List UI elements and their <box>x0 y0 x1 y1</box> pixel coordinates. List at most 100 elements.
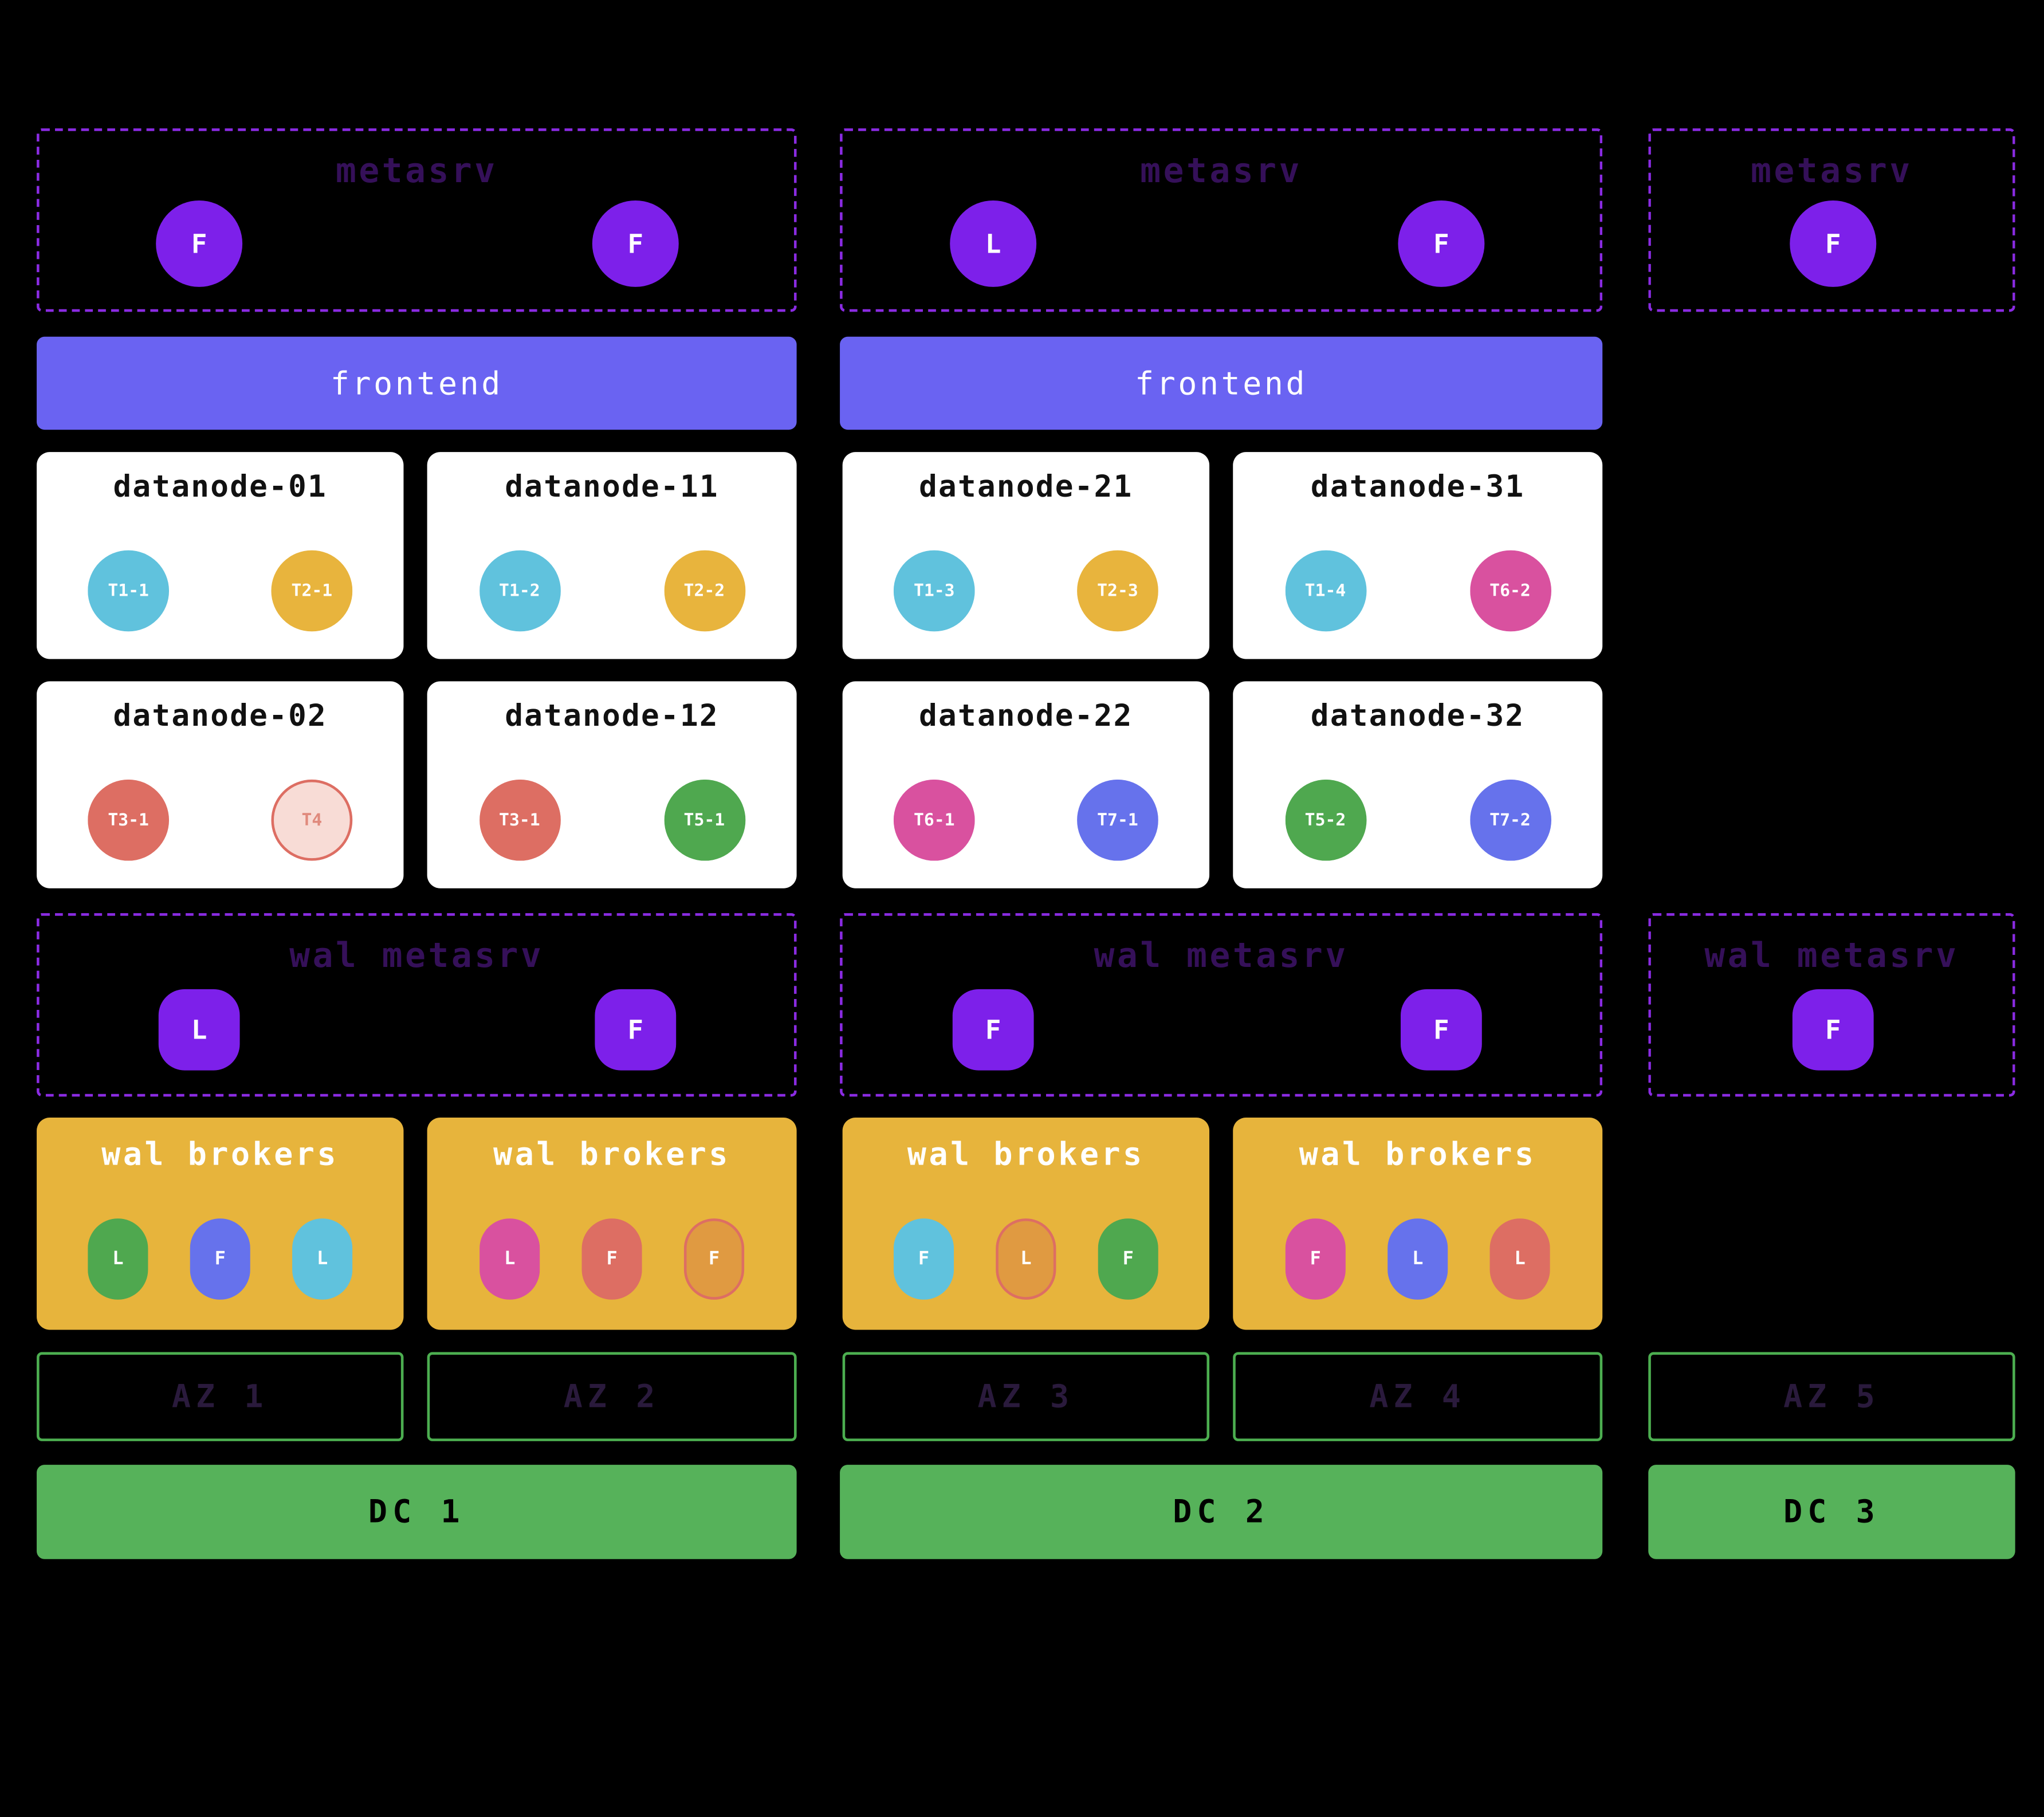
wal-brokers-box-az1: wal brokers L F L <box>37 1117 404 1330</box>
table-region-node: T2-1 <box>271 550 353 632</box>
az-label: AZ 1 <box>171 1378 269 1415</box>
region-row: T3-1 T4 <box>37 779 403 861</box>
az-box-2: AZ 2 <box>427 1352 797 1441</box>
wal-brokers-label: wal brokers <box>493 1135 731 1173</box>
broker-node: L <box>479 1218 540 1300</box>
table-region-node: T6-1 <box>893 779 975 861</box>
wal-metasrv-follower-node: F <box>1792 989 1874 1071</box>
table-region-node: T7-1 <box>1077 779 1158 861</box>
broker-node: F <box>190 1218 250 1300</box>
wal-brokers-box-az3: wal brokers F L F <box>842 1117 1210 1330</box>
az-box-1: AZ 1 <box>37 1352 404 1441</box>
datanode-box-01: datanode-01 T1-1 T2-1 <box>37 452 404 659</box>
wal-brokers-box-az2: wal brokers L F F <box>427 1117 797 1330</box>
broker-node: F <box>1285 1218 1346 1300</box>
dc-bar-1: DC 1 <box>37 1465 797 1559</box>
broker-node: L <box>292 1218 353 1300</box>
table-region-node: T4 <box>271 779 353 861</box>
broker-node: L <box>88 1218 148 1300</box>
table-region-node: T3-1 <box>88 779 170 861</box>
datanode-box-21: datanode-21 T1-3 T2-3 <box>842 452 1210 659</box>
region-row: T1-4 T6-2 <box>1233 550 1602 632</box>
dc-bar-2: DC 2 <box>840 1465 1603 1559</box>
az-label: AZ 5 <box>1783 1378 1880 1415</box>
az-label: AZ 4 <box>1369 1378 1467 1415</box>
table-region-node: T2-3 <box>1077 550 1158 632</box>
region-row: T1-3 T2-3 <box>843 550 1209 632</box>
broker-node: L <box>996 1218 1056 1300</box>
datanode-title: datanode-02 <box>113 699 328 734</box>
frontend-bar-dc2: frontend <box>840 336 1603 430</box>
wal-metasrv-group-dc2: wal metasrv F F <box>840 913 1603 1097</box>
broker-node: F <box>1098 1218 1158 1300</box>
datanode-title: datanode-01 <box>113 470 328 505</box>
datanode-box-31: datanode-31 T1-4 T6-2 <box>1233 452 1603 659</box>
region-row: T5-2 T7-2 <box>1233 779 1602 861</box>
region-row: T6-1 T7-1 <box>843 779 1209 861</box>
wal-brokers-label: wal brokers <box>907 1135 1145 1173</box>
wal-metasrv-label: wal metasrv <box>1094 937 1349 976</box>
table-region-node: T2-2 <box>663 550 745 632</box>
wal-metasrv-label: wal metasrv <box>289 937 544 976</box>
region-row: T1-2 T2-2 <box>427 550 797 632</box>
datanode-box-12: datanode-12 T3-1 T5-1 <box>427 681 797 888</box>
metasrv-follower-node: F <box>592 200 679 287</box>
table-region-node: T1-3 <box>893 550 975 632</box>
broker-node-row: L F L <box>37 1218 403 1300</box>
datanode-title: datanode-11 <box>505 470 719 505</box>
broker-node-row: F L F <box>843 1218 1209 1300</box>
frontend-bar-dc1: frontend <box>37 336 797 430</box>
broker-node: L <box>1387 1218 1448 1300</box>
table-region-node: T3-1 <box>478 779 560 861</box>
metasrv-group-dc1: metasrv F F <box>37 128 797 312</box>
table-region-node: T1-2 <box>478 550 560 632</box>
broker-node-row: L F F <box>427 1218 797 1300</box>
datanode-title: datanode-32 <box>1310 699 1525 734</box>
metasrv-group-dc2: metasrv L F <box>840 128 1603 312</box>
wal-metasrv-follower-node: F <box>1400 989 1482 1071</box>
az-box-5: AZ 5 <box>1648 1352 2015 1441</box>
datanode-title: datanode-31 <box>1310 470 1525 505</box>
metasrv-label: metasrv <box>1751 152 1913 191</box>
dc-bar-3: DC 3 <box>1648 1465 2015 1559</box>
metasrv-leader-node: L <box>950 200 1037 287</box>
metasrv-label: metasrv <box>1140 152 1302 191</box>
table-region-node: T7-2 <box>1469 779 1551 861</box>
broker-node: L <box>1489 1218 1550 1300</box>
metasrv-follower-node: F <box>1790 200 1877 287</box>
datanode-title: datanode-22 <box>919 699 1133 734</box>
wal-metasrv-group-dc3: wal metasrv F <box>1648 913 2015 1097</box>
frontend-label: frontend <box>1135 364 1308 402</box>
broker-node-row: F L L <box>1233 1218 1602 1300</box>
az-box-3: AZ 3 <box>842 1352 1210 1441</box>
table-region-node: T5-1 <box>663 779 745 861</box>
wal-brokers-box-az4: wal brokers F L L <box>1233 1117 1603 1330</box>
table-region-node: T1-1 <box>88 550 170 632</box>
datanode-title: datanode-12 <box>505 699 719 734</box>
datanode-box-32: datanode-32 T5-2 T7-2 <box>1233 681 1603 888</box>
table-region-node: T5-2 <box>1284 779 1366 861</box>
region-row: T1-1 T2-1 <box>37 550 403 632</box>
broker-node: F <box>893 1218 954 1300</box>
az-label: AZ 2 <box>563 1378 661 1415</box>
wal-metasrv-group-dc1: wal metasrv L F <box>37 913 797 1097</box>
wal-metasrv-follower-node: F <box>595 989 677 1071</box>
wal-brokers-label: wal brokers <box>101 1135 339 1173</box>
wal-metasrv-follower-node: F <box>952 989 1034 1071</box>
wal-metasrv-label: wal metasrv <box>1704 937 1959 976</box>
frontend-label: frontend <box>330 364 503 402</box>
az-box-4: AZ 4 <box>1233 1352 1603 1441</box>
datanode-box-22: datanode-22 T6-1 T7-1 <box>842 681 1210 888</box>
metasrv-label: metasrv <box>335 152 498 191</box>
az-label: AZ 3 <box>977 1378 1075 1415</box>
region-row: T3-1 T5-1 <box>427 779 797 861</box>
datanode-box-02: datanode-02 T3-1 T4 <box>37 681 404 888</box>
datanode-box-11: datanode-11 T1-2 T2-2 <box>427 452 797 659</box>
datanode-title: datanode-21 <box>919 470 1133 505</box>
wal-metasrv-leader-node: L <box>158 989 240 1071</box>
metasrv-follower-node: F <box>156 200 243 287</box>
metasrv-follower-node: F <box>1398 200 1485 287</box>
broker-node: F <box>683 1218 745 1300</box>
table-region-node: T6-2 <box>1469 550 1551 632</box>
